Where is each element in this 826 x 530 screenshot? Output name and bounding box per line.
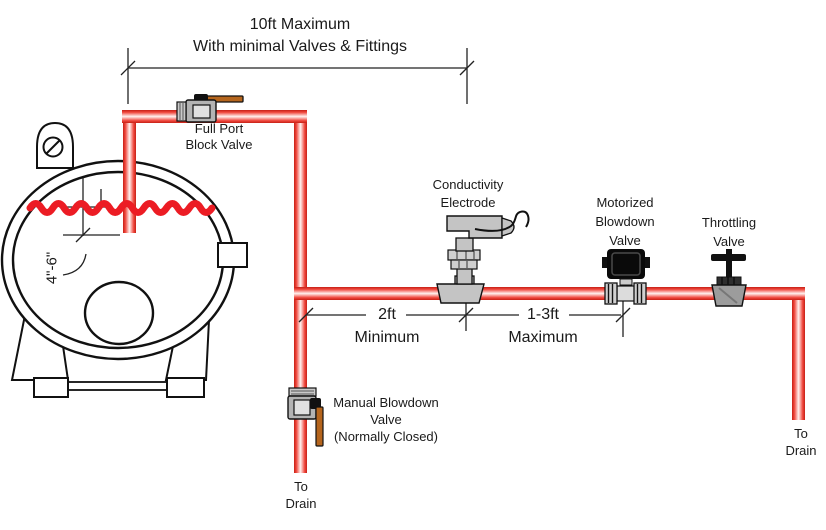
dimension-top-label: 10ft Maximum With minimal Valves & Fitti… (193, 14, 407, 58)
to-drain-right-label: To Drain (785, 426, 817, 458)
conductivity-electrode-label: Conductivity Electrode (432, 177, 504, 210)
pipe-main-run (294, 287, 805, 300)
conductivity-electrode-icon (436, 210, 530, 304)
dimension-1-3ft-maximum (466, 300, 631, 337)
boiler-foot-left (33, 377, 69, 398)
full-port-block-valve-icon (176, 94, 244, 123)
dimension-2ft-minimum (298, 302, 474, 331)
motorized-blowdown-valve-label: Motorized Blowdown Valve (595, 195, 655, 248)
throttling-valve-label: Throttling Valve (701, 215, 757, 249)
boiler-nozzle (217, 242, 248, 268)
dimension-1-3ft-maximum-label: 1-3ft Maximum (508, 306, 578, 346)
dimension-top-line1: 10ft Maximum (249, 16, 351, 33)
full-port-block-valve-label: Full Port Block Valve (185, 121, 253, 152)
boiler-base-bar (66, 381, 169, 391)
throttling-valve-icon (711, 249, 747, 307)
dimension-top-10ft (120, 48, 475, 104)
manual-blowdown-valve-label: Manual Blowdown Valve (Normally Closed) (333, 395, 439, 444)
boiler-lug-hole-slash (45, 139, 61, 155)
electrode-wire (474, 210, 530, 232)
dimension-dip-depth-label: 4"-6" (43, 251, 61, 285)
boiler-manhole (83, 280, 155, 346)
dimension-top-line2: With minimal Valves & Fittings (193, 38, 407, 55)
to-drain-bottom-label: To Drain (285, 479, 317, 511)
water-level-wave (26, 200, 216, 216)
dimension-2ft-minimum-label: 2ft Minimum (354, 306, 420, 346)
manual-blowdown-valve-icon (287, 387, 324, 447)
piping (122, 110, 805, 473)
pipe-right-drop (792, 287, 805, 420)
boiler-foot-right (166, 377, 205, 398)
motorized-blowdown-valve-icon (602, 249, 650, 305)
